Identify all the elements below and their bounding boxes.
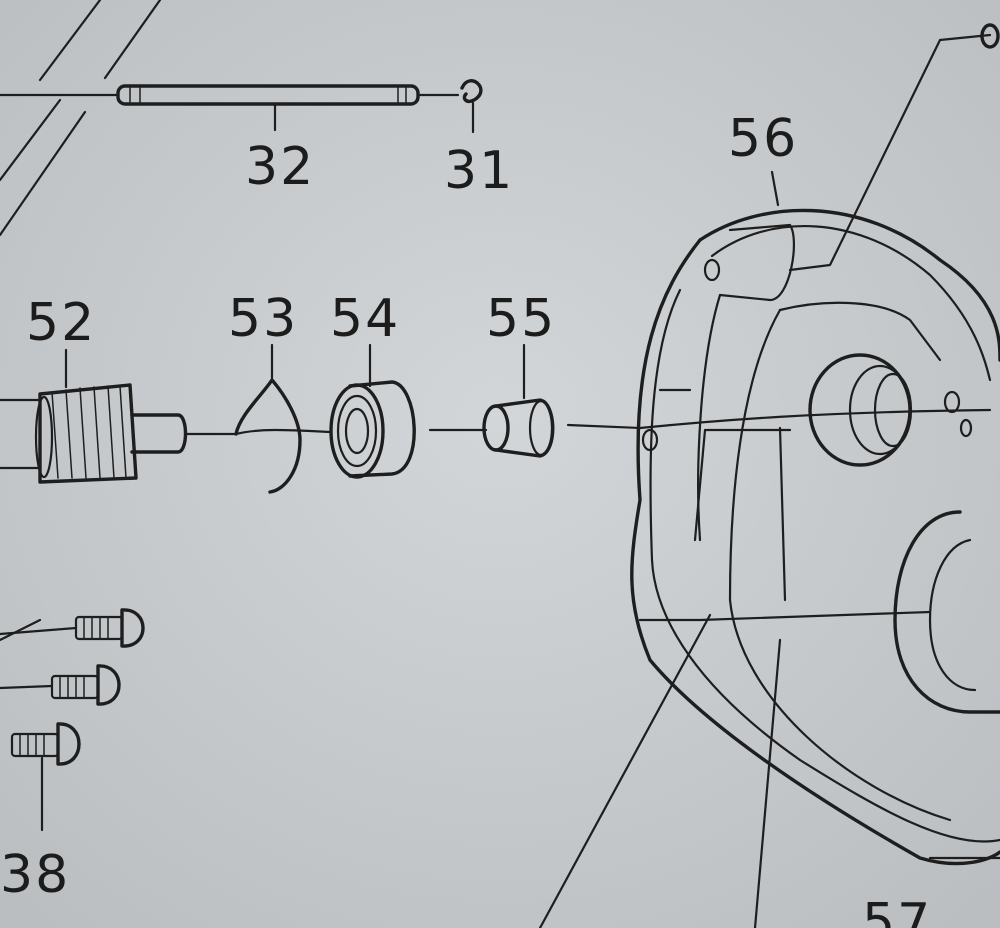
part-55-bushing [482, 343, 642, 458]
label-56: 56 [728, 109, 798, 169]
part-31-clip [460, 79, 483, 134]
part-32-pin [0, 84, 460, 132]
part-53-spring [234, 343, 332, 494]
part-56-gear-case [538, 23, 1000, 928]
part-52-gear [0, 348, 238, 484]
label-32: 32 [245, 137, 315, 197]
label-57: 57 [862, 893, 932, 928]
part-38-screws [0, 608, 145, 832]
label-55: 55 [486, 289, 556, 349]
label-52: 52 [26, 293, 96, 353]
label-31: 31 [444, 141, 514, 201]
part-54-bearing [329, 343, 488, 479]
label-53: 53 [228, 289, 298, 349]
label-54: 54 [330, 289, 400, 349]
upper-left-diagonal-lines [0, 0, 162, 237]
label-38: 38 [0, 845, 70, 905]
